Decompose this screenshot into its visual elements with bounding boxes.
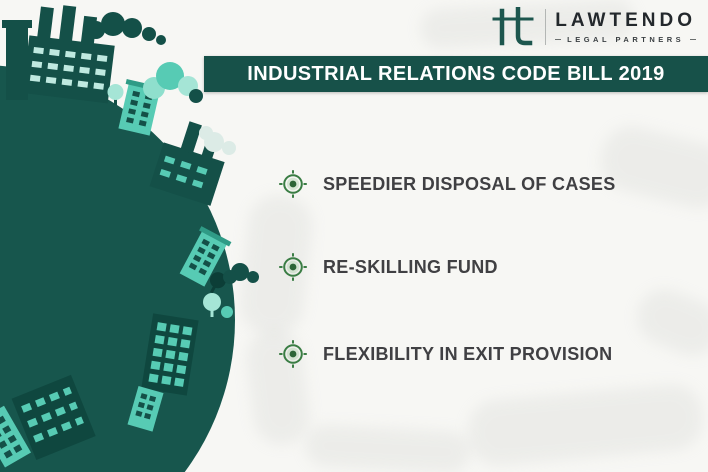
- lawtendo-logo: LAWTENDO LEGAL PARTNERS: [490, 7, 696, 47]
- brand-name: LAWTENDO: [555, 10, 696, 31]
- watercolor-stroke: [594, 120, 708, 215]
- lawtendo-monogram-icon: [492, 7, 534, 46]
- tagline-rule: [690, 39, 696, 40]
- building-icon: [141, 313, 199, 396]
- watercolor-stroke: [628, 281, 708, 364]
- factory-icon: [11, 374, 96, 460]
- logo-divider: [545, 9, 547, 45]
- tree-icon: [203, 293, 233, 318]
- bullet-label: SPEEDIER DISPOSAL OF CASES: [323, 173, 616, 194]
- bullet-label: FLEXIBILITY IN EXIT PROVISION: [323, 343, 613, 364]
- banner-title: INDUSTRIAL RELATIONS CODE BILL 2019: [247, 62, 665, 85]
- brand-tagline: LEGAL PARTNERS: [567, 35, 685, 44]
- smoke-cloud-icon: [199, 126, 236, 155]
- smoke-cloud-icon: [87, 12, 166, 45]
- building-icon: [127, 385, 164, 432]
- tree-icon: [107, 84, 124, 105]
- tagline-rule: [555, 39, 562, 40]
- target-icon: [279, 253, 307, 281]
- watercolor-stroke: [304, 423, 471, 472]
- chimney-tower-icon: [2, 20, 32, 100]
- tagline-row: LEGAL PARTNERS: [555, 35, 696, 44]
- list-item: FLEXIBILITY IN EXIT PROVISION: [278, 339, 612, 369]
- building-icon: [179, 226, 232, 294]
- globe-illustration: [0, 5, 259, 472]
- list-item: SPEEDIER DISPOSAL OF CASES: [278, 169, 616, 199]
- title-banner: INDUSTRIAL RELATIONS CODE BILL 2019: [204, 56, 708, 92]
- building-icon: [0, 405, 31, 468]
- logo-text-block: LAWTENDO LEGAL PARTNERS: [555, 10, 696, 44]
- smoke-cloud-icon: [223, 263, 259, 284]
- watercolor-stroke: [465, 381, 706, 469]
- list-item: RE-SKILLING FUND: [278, 252, 498, 282]
- target-icon: [279, 340, 307, 368]
- target-icon: [279, 170, 307, 198]
- teal-smoke-icon: [143, 62, 203, 103]
- bullet-label: RE-SKILLING FUND: [323, 256, 498, 277]
